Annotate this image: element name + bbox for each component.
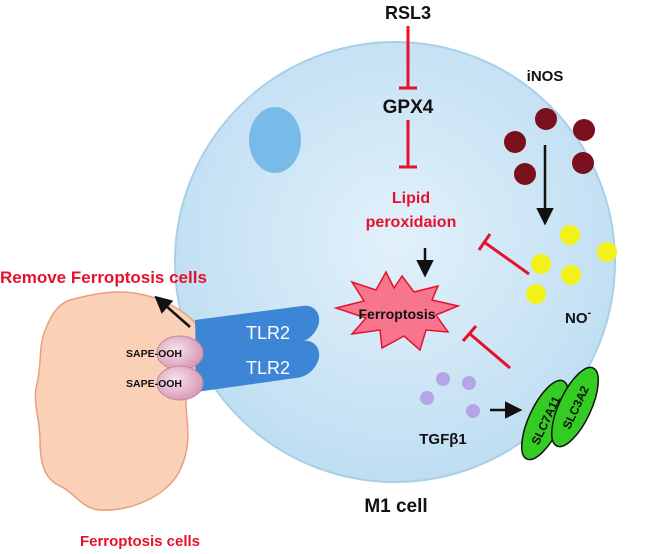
inos-dot [514,163,536,185]
inos-dot [573,119,595,141]
no-dot [597,242,617,262]
remove-arrow [154,295,191,328]
slc3a2-subunit [551,366,599,448]
m1-cell-label: M1 cell [364,496,427,517]
no-dot [531,254,551,274]
inos-dots [504,108,595,185]
lipid-peroxidation-label-line2: peroxidaion [366,214,457,231]
tgfb1-dot [436,372,450,386]
inos-dot [504,131,526,153]
sape-ooh-label-bottom: SAPE-OOH [126,378,182,390]
no-inhibit-bar [477,233,492,251]
remove-ferroptosis-cells-label: Remove Ferroptosis cells [0,268,207,287]
sape-ooh-bottom [156,365,204,401]
slc-inhibits-ferroptosis [469,332,511,370]
ferroptosis-cells-label: Ferroptosis cells [80,533,200,550]
lipid-peroxidation-label-line1: Lipid [392,190,430,207]
inos-label: iNOS [527,68,564,85]
no-label-superscript: - [588,307,592,319]
tgfb1-label: TGFβ1 [419,431,467,448]
gpx4-label: GPX4 [383,97,434,118]
tlr2-label-top: TLR2 [246,323,290,343]
ferroptosis-cell-body [34,291,206,511]
inos-dot [535,108,557,130]
tgfb1-dot [466,404,480,418]
no-dot [560,225,580,245]
tgfb1-dot [420,391,434,405]
no-dot [561,265,581,285]
sape-ooh-complexes: SAPE-OOH SAPE-OOH [126,335,204,401]
tgfb1-dot [462,376,476,390]
ferroptosis-starburst [333,270,461,352]
no-inhibits-lipid-peroxidation [483,240,530,276]
nucleus [249,107,301,173]
tlr2-receptors: TLR2 TLR2 [195,305,320,392]
inos-dot [572,152,594,174]
slc-inhibit-bar [461,325,478,342]
no-label: NO- [565,307,592,327]
no-label-base: NO [565,310,588,327]
rsl3-label: RSL3 [385,3,431,23]
ferroptosis-label: Ferroptosis [358,306,435,322]
tlr2-receptor-bottom [195,340,320,392]
tlr2-label-bottom: TLR2 [246,358,290,378]
no-dots [526,225,617,304]
tgfb1-dots [420,372,480,418]
no-dot [526,284,546,304]
sape-ooh-label-top: SAPE-OOH [126,348,182,360]
